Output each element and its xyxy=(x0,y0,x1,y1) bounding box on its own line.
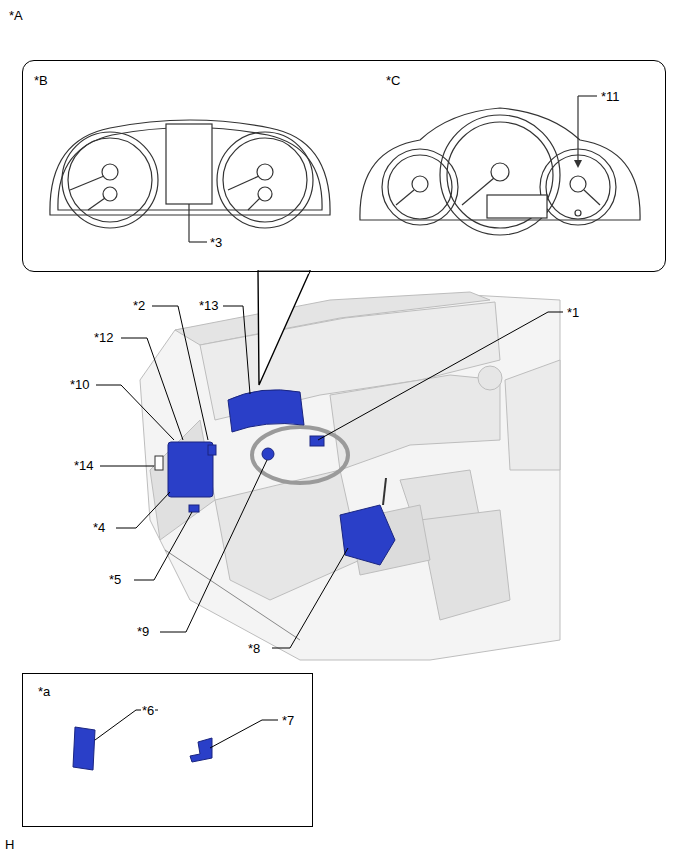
callout-panel: *B *C *3 *11 xyxy=(22,60,666,272)
callout-number: *5 xyxy=(108,572,122,587)
callout-number: *4 xyxy=(92,520,106,535)
callout-number: *10 xyxy=(69,377,91,392)
callout-number: *B xyxy=(33,73,49,88)
callout-number: *7 xyxy=(281,713,295,728)
callout-number: *2 xyxy=(132,298,146,313)
callout-number: *9 xyxy=(136,624,150,639)
callout-panel: *a *6 *7 xyxy=(22,673,313,827)
callout-number: *14 xyxy=(73,458,95,473)
callout-number: *8 xyxy=(247,641,261,656)
callout-number: *a xyxy=(37,684,51,699)
callout-number: *1 xyxy=(566,305,580,320)
callout-number: *6 xyxy=(141,703,155,718)
callout-number: *11 xyxy=(600,89,621,104)
callout-number: *C xyxy=(385,73,401,88)
callout-number: *3 xyxy=(209,235,223,250)
callout-number: H xyxy=(4,837,15,852)
figure-letter: *A xyxy=(8,8,24,23)
callout-number: *12 xyxy=(93,330,115,345)
callout-number: *13 xyxy=(198,298,220,313)
